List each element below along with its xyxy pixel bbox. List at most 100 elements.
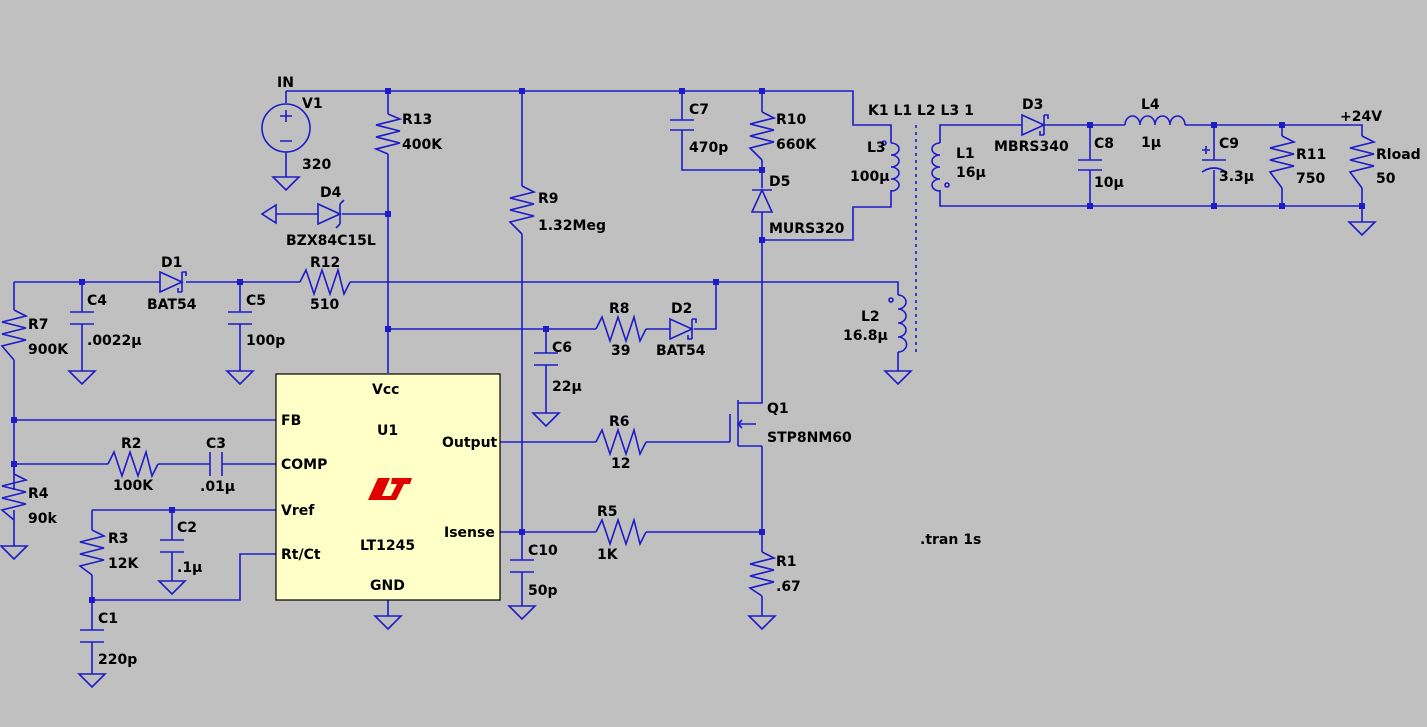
ic-pin-comp: COMP: [281, 457, 327, 473]
Rload-value: 50: [1376, 171, 1396, 187]
R6-value: 12: [611, 456, 630, 472]
D1-label: D1: [161, 255, 182, 271]
junctions: [11, 88, 1365, 603]
C4-label: C4: [87, 293, 107, 309]
D3-schottky-diode[interactable]: D3 MBRS340: [994, 97, 1069, 155]
V1-value: 320: [302, 157, 331, 173]
R9-value: 1.32Meg: [538, 218, 606, 234]
D3-label: D3: [1022, 97, 1043, 113]
L3-inductor[interactable]: L3 100μ: [850, 140, 900, 192]
ic-part-number: LT1245: [360, 538, 415, 554]
C4-value: .0022μ: [87, 333, 142, 349]
C9-electrolytic-capacitor[interactable]: C9 3.3μ: [1201, 136, 1254, 185]
D2-value: BAT54: [656, 343, 706, 359]
wires: [13, 90, 1363, 668]
C5-capacitor[interactable]: C5 100p: [228, 293, 285, 349]
C9-label: C9: [1219, 136, 1239, 152]
Rload-label: Rload: [1376, 147, 1421, 163]
D5-diode[interactable]: D5 MURS320: [750, 174, 845, 237]
coupling-directive: K1 L1 L2 L3 1: [868, 103, 974, 119]
ic-pin-fb: FB: [281, 413, 301, 429]
C2-capacitor[interactable]: C2 .1μ: [160, 520, 202, 576]
R4-resistor[interactable]: R4 90k: [0, 464, 57, 527]
U1-controller-ic[interactable]: Vcc U1 FB Output COMP Vref Isense LT1245…: [275, 373, 501, 601]
C6-label: C6: [552, 340, 572, 356]
L4-label: L4: [1141, 97, 1160, 113]
R3-value: 12K: [108, 556, 139, 572]
D4-label: D4: [320, 185, 342, 201]
net-label-in: IN: [277, 75, 294, 91]
R2-resistor[interactable]: R2 100K: [107, 436, 159, 494]
R11-resistor[interactable]: R11 750: [1268, 135, 1326, 189]
R2-label: R2: [121, 436, 142, 452]
C8-capacitor[interactable]: C8 10μ: [1078, 136, 1124, 191]
R10-label: R10: [776, 112, 807, 128]
L4-inductor[interactable]: L4 1μ: [1124, 97, 1186, 151]
L2-value: 16.8μ: [843, 328, 888, 344]
C10-value: 50p: [528, 583, 558, 599]
R6-resistor[interactable]: R6 12: [595, 414, 647, 472]
C6-capacitor[interactable]: C6 22μ: [534, 340, 582, 395]
R13-value: 400K: [402, 137, 443, 153]
R7-value: 900K: [28, 342, 69, 358]
R12-value: 510: [310, 297, 339, 313]
R10-resistor[interactable]: R10 660K: [748, 111, 817, 161]
C10-capacitor[interactable]: C10 50p: [510, 543, 558, 599]
R1-value: .67: [776, 579, 801, 595]
R6-label: R6: [609, 414, 630, 430]
ic-pin-gnd: GND: [370, 578, 405, 594]
sim-directive[interactable]: .tran 1s: [920, 532, 981, 548]
D5-label: D5: [769, 174, 790, 190]
C8-label: C8: [1094, 136, 1114, 152]
C1-capacitor[interactable]: C1 220p: [80, 611, 137, 668]
R3-resistor[interactable]: R3 12K: [78, 529, 139, 576]
D1-schottky-diode[interactable]: D1 BAT54: [147, 255, 197, 313]
ic-pin-rtct: Rt/Ct: [281, 547, 321, 563]
C7-capacitor[interactable]: C7 470p: [670, 102, 728, 156]
R11-label: R11: [1296, 147, 1326, 163]
R5-resistor[interactable]: R5 1K: [595, 504, 647, 563]
R9-resistor[interactable]: R9 1.32Meg: [508, 185, 606, 235]
D1-value: BAT54: [147, 297, 197, 313]
R8-value: 39: [611, 343, 630, 359]
R7-resistor[interactable]: R7 900K: [0, 309, 69, 361]
R8-resistor[interactable]: R8 39: [595, 301, 647, 359]
C2-label: C2: [177, 520, 197, 536]
L4-value: 1μ: [1141, 135, 1161, 151]
L3-value: 100μ: [850, 169, 890, 185]
D4-zener-diode[interactable]: D4 BZX84C15L: [286, 185, 376, 249]
L1-inductor[interactable]: L1 16μ: [931, 142, 986, 192]
C3-capacitor[interactable]: C3 .01μ: [200, 436, 235, 495]
L2-label: L2: [861, 309, 880, 325]
C1-value: 220p: [98, 652, 137, 668]
R12-label: R12: [310, 255, 340, 271]
D4-value: BZX84C15L: [286, 233, 376, 249]
C1-label: C1: [98, 611, 118, 627]
R11-value: 750: [1296, 171, 1325, 187]
ic-pin-vcc: Vcc: [372, 382, 399, 398]
grounds: [0, 170, 1376, 688]
D2-schottky-diode[interactable]: D2 BAT54: [656, 301, 706, 359]
D5-value: MURS320: [769, 221, 845, 237]
C6-value: 22μ: [552, 379, 582, 395]
R7-label: R7: [28, 317, 49, 333]
Q1-mosfet[interactable]: Q1 STP8NM60: [729, 388, 852, 447]
C4-capacitor[interactable]: C4 .0022μ: [70, 293, 142, 349]
L2-inductor[interactable]: L2 16.8μ: [843, 294, 908, 353]
D3-value: MBRS340: [994, 139, 1069, 155]
R8-label: R8: [609, 301, 630, 317]
net-label-out: +24V: [1340, 109, 1382, 125]
C7-label: C7: [689, 102, 709, 118]
C7-value: 470p: [689, 140, 728, 156]
V1-source[interactable]: V1 320: [261, 96, 331, 173]
Rload-resistor[interactable]: Rload 50: [1348, 135, 1421, 189]
R1-resistor[interactable]: R1 .67: [748, 551, 801, 597]
lt-logo: [368, 478, 412, 500]
ic-pin-output: Output: [442, 435, 498, 451]
L3-label: L3: [867, 140, 886, 156]
R5-label: R5: [597, 504, 618, 520]
C10-label: C10: [528, 543, 558, 559]
R13-resistor[interactable]: R13 400K: [373, 112, 443, 155]
R12-resistor[interactable]: R12 510: [299, 255, 351, 313]
